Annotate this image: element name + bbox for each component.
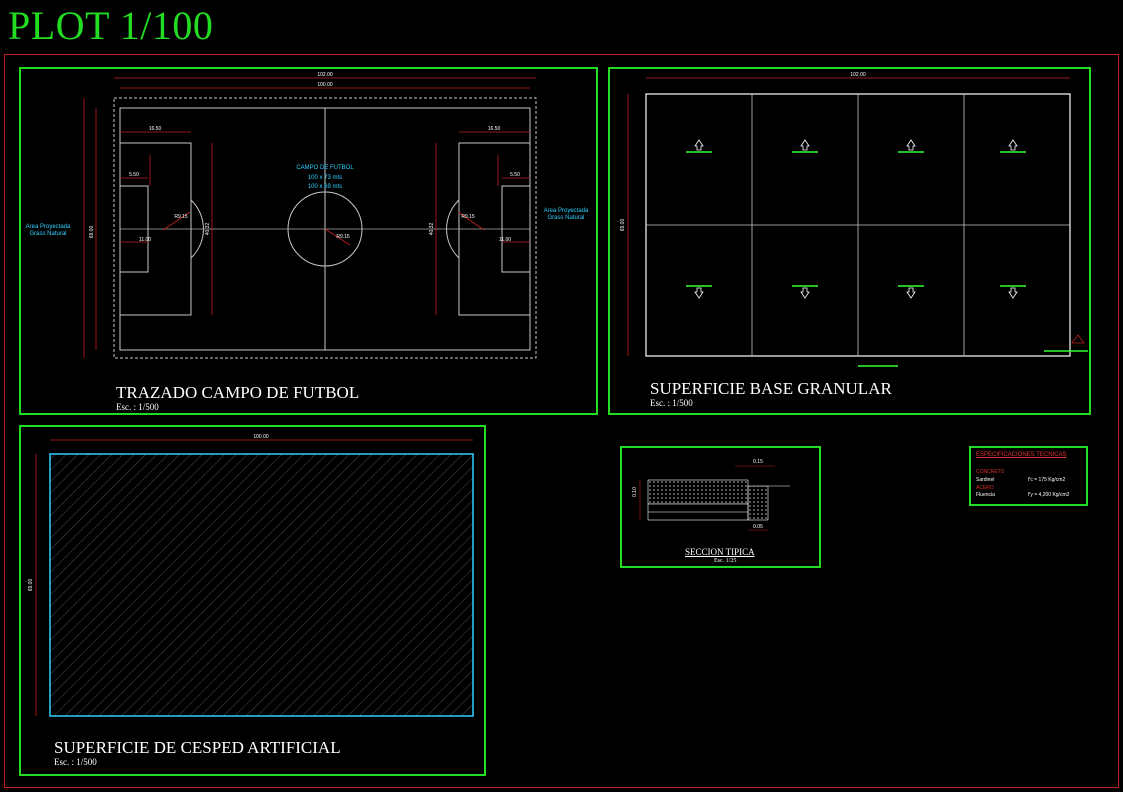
dim-box-left: 16.50 — [149, 126, 162, 132]
turf-panel-scale: Esc. : 1/500 — [54, 757, 97, 767]
sheet-border — [4, 54, 1119, 788]
dim-arc-left: R9.15 — [174, 214, 188, 220]
specs-label-2: Fluencia — [976, 492, 995, 498]
right-area-1: Area Proyectada — [544, 208, 589, 214]
section-fill — [647, 479, 749, 505]
dim-top-inner: 100.00 — [317, 82, 333, 88]
base-grid — [646, 94, 1070, 356]
curb — [747, 485, 769, 521]
field-label-1: CAMPO DE FUTBOL — [296, 165, 354, 171]
left-penalty-arc — [190, 199, 204, 259]
field-label-3: 100 x 69 mts — [308, 184, 342, 190]
section-dim-3: 0.05 — [753, 524, 763, 530]
section-scale: Esc. 1/25 — [714, 558, 737, 564]
dim-arc-right: R9.15 — [461, 214, 475, 220]
turf-dim-left: 69.00 — [28, 579, 34, 592]
dim-left: 69.00 — [89, 226, 95, 239]
specs-title: ESPECIFICACIONES TECNICAS — [976, 452, 1067, 458]
dim-top-outer: 102.00 — [317, 72, 333, 78]
dim-box-h-right: 40.32 — [429, 223, 435, 236]
section-dim-2: 0.10 — [632, 487, 638, 497]
base-dim-top: 102.00 — [850, 72, 866, 78]
specs-section-2: ACERO — [976, 485, 994, 491]
section-panel — [620, 446, 821, 568]
slope-arrows — [694, 139, 1018, 299]
plot-title: PLOT 1/100 — [8, 3, 214, 48]
dim-small-right: 5.50 — [510, 172, 520, 178]
field-boundary — [113, 97, 537, 359]
specs-value-1: f'c = 175 Kg/cm2 — [1028, 477, 1066, 483]
base-panel-title: SUPERFICIE BASE GRANULAR — [650, 379, 892, 398]
dim-small-left: 5.50 — [129, 172, 139, 178]
field-panel-scale: Esc. : 1/500 — [116, 402, 159, 412]
field-label-2: 100 x 73 mts — [308, 175, 342, 181]
slope-label-lines — [686, 151, 1026, 287]
centre-circle — [287, 191, 363, 267]
left-area-2: Grass Natural — [29, 231, 66, 237]
dim-circle: R9.15 — [336, 234, 350, 240]
turf-area — [49, 453, 474, 717]
base-granular-panel — [608, 67, 1091, 415]
section-dim-1: 0.15 — [753, 459, 763, 465]
specs-section-1: CONCRETO — [976, 469, 1005, 475]
specs-panel — [969, 446, 1088, 506]
base-dim-left: 69.00 — [620, 219, 626, 232]
field-layout-panel — [19, 67, 598, 415]
right-penalty-arc — [446, 199, 460, 259]
turf-panel-title: SUPERFICIE DE CESPED ARTIFICIAL — [54, 738, 341, 757]
dim-box-right: 16.50 — [488, 126, 501, 132]
section-title: SECCION TIPICA — [685, 547, 755, 557]
dim-goal-left: 11.00 — [139, 237, 151, 243]
base-panel-scale: Esc. : 1/500 — [650, 398, 693, 408]
field-panel-title: TRAZADO CAMPO DE FUTBOL — [116, 383, 360, 402]
right-goal-area — [501, 185, 531, 273]
dim-goal-right: 11.00 — [499, 237, 511, 243]
specs-label-1: Sardinel — [976, 477, 995, 483]
turf-panel — [19, 425, 486, 776]
left-area-1: Area Proyectada — [26, 224, 71, 230]
right-area-2: Grass Natural — [547, 215, 584, 221]
specs-value-2: f'y = 4,200 Kg/cm2 — [1028, 492, 1070, 498]
turf-dim-top: 100.00 — [253, 434, 269, 440]
dim-box-h-left: 40.32 — [205, 223, 211, 236]
field-dimension-lines — [83, 77, 536, 358]
left-goal-area — [119, 185, 149, 273]
